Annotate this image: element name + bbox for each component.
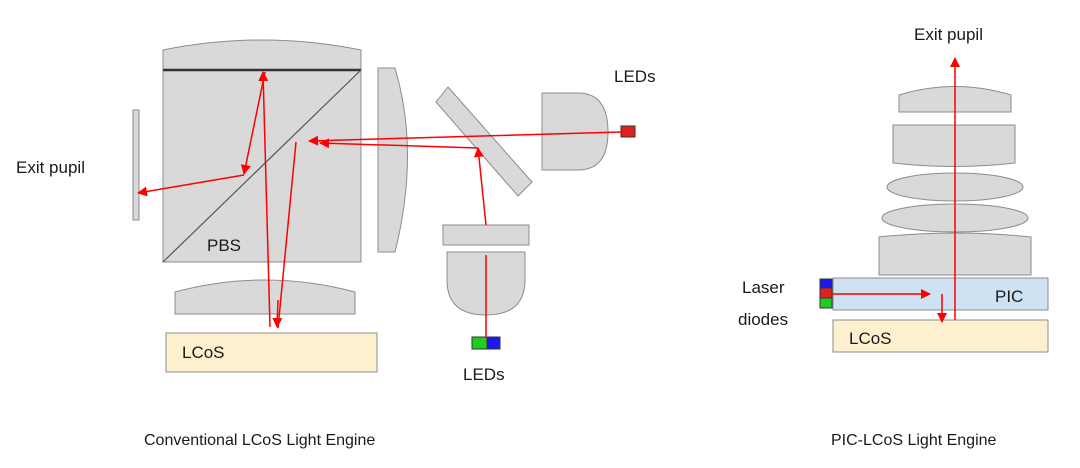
caption-left: Conventional LCoS Light Engine [144, 432, 375, 449]
exit-pupil-label-left: Exit pupil [16, 158, 85, 177]
pic-lcos-engine: Exit pupil Laser diodes PIC LCoS PIC-LCo… [738, 25, 1049, 449]
lcos-label-right: LCoS [849, 329, 892, 348]
dichroic-mirror [435, 86, 533, 197]
exit-pupil-plate [132, 109, 140, 221]
laser-label-line2: diodes [738, 310, 788, 329]
light-rays-left [137, 71, 622, 337]
pic-layer [832, 277, 1049, 311]
led-blue-bottom [486, 336, 501, 350]
leds-label-bottom: LEDs [463, 365, 505, 384]
light-rays-right [832, 57, 960, 323]
laser-diode-red [819, 287, 833, 299]
leds-label-right: LEDs [614, 67, 656, 86]
ray-top-down [240, 71, 266, 175]
lcos-panel-left [165, 332, 378, 373]
laser-diode-green [819, 297, 833, 309]
top-lens [162, 39, 362, 71]
ray-to-lcos-a [272, 299, 283, 328]
ray-to-exit-pupil [137, 174, 245, 197]
laser-diode-blue [819, 278, 833, 289]
bottom-lens [174, 279, 356, 315]
side-lens [377, 67, 408, 253]
led-green-bottom [471, 336, 488, 350]
ray-bottom-to-mirror [473, 147, 487, 226]
pic-label: PIC [995, 287, 1023, 306]
lcos-label-left: LCoS [182, 343, 225, 362]
ray-lcos-up [258, 71, 271, 328]
conventional-lcos-engine: Exit pupil LEDs PBS LCoS LEDs Convention… [16, 39, 656, 449]
pbs-diagonal [162, 69, 362, 263]
ray-mirror-to-cube [319, 138, 479, 149]
ray-from-right-led [308, 131, 622, 146]
ray-fold-1 [277, 141, 297, 329]
pbs-label: PBS [207, 236, 241, 255]
lcos-panel-right [832, 319, 1049, 353]
laser-label-line1: Laser [742, 278, 785, 297]
led-red-right [620, 125, 636, 138]
exit-pupil-label-right: Exit pupil [914, 25, 983, 44]
lens-2 [892, 124, 1016, 167]
led-plate-bottom [442, 224, 530, 246]
led-lens-right [541, 92, 609, 171]
caption-right: PIC-LCoS Light Engine [831, 432, 997, 449]
